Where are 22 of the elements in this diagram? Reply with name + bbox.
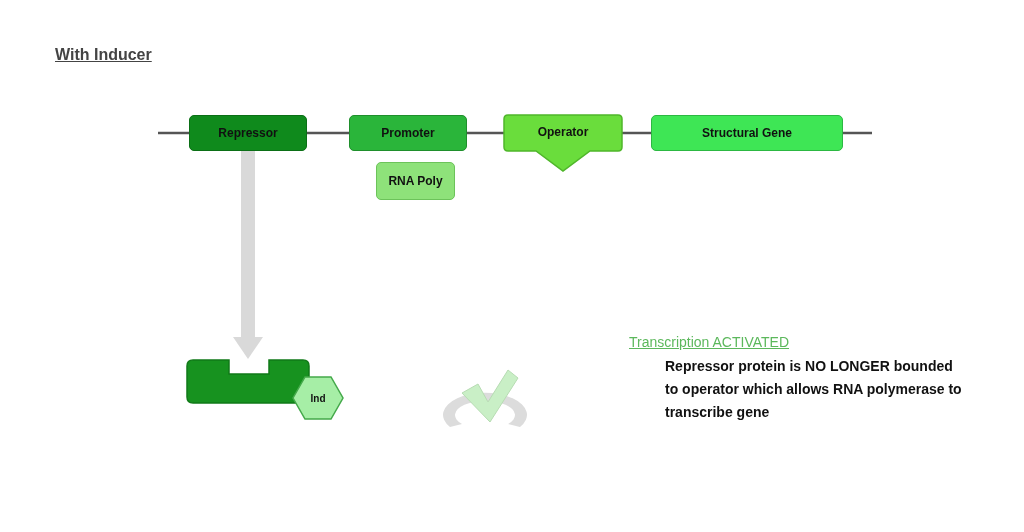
gene-segment-box xyxy=(651,115,843,151)
inducer-hexagon xyxy=(292,376,344,420)
dna-strand-line xyxy=(622,131,651,135)
repressor-protein-shape xyxy=(187,360,309,403)
dna-strand-line xyxy=(307,131,349,135)
dna-strand-line xyxy=(158,131,189,135)
gene-segment-box xyxy=(189,115,307,151)
node-label: Repressor xyxy=(218,126,278,140)
node-label: Ind xyxy=(310,392,326,404)
status-heading: Transcription ACTIVATED xyxy=(629,334,790,350)
node-label: RNA Poly xyxy=(388,174,443,188)
down-arrow xyxy=(233,151,263,359)
dna-strand-line xyxy=(843,131,872,135)
explanation-text: Repressor protein is NO LONGER bounded to operator which allows RNA polymerase to transcribe gene xyxy=(665,357,963,422)
gene-segment-box xyxy=(349,115,467,151)
node-label: Promoter xyxy=(381,126,435,140)
operator-box xyxy=(504,115,622,172)
node-label: Operator xyxy=(537,125,589,139)
dna-strand-line xyxy=(467,131,504,135)
polymerase-box xyxy=(376,162,455,200)
node-label: Structural Gene xyxy=(702,126,792,140)
title: With Inducer xyxy=(55,46,152,64)
